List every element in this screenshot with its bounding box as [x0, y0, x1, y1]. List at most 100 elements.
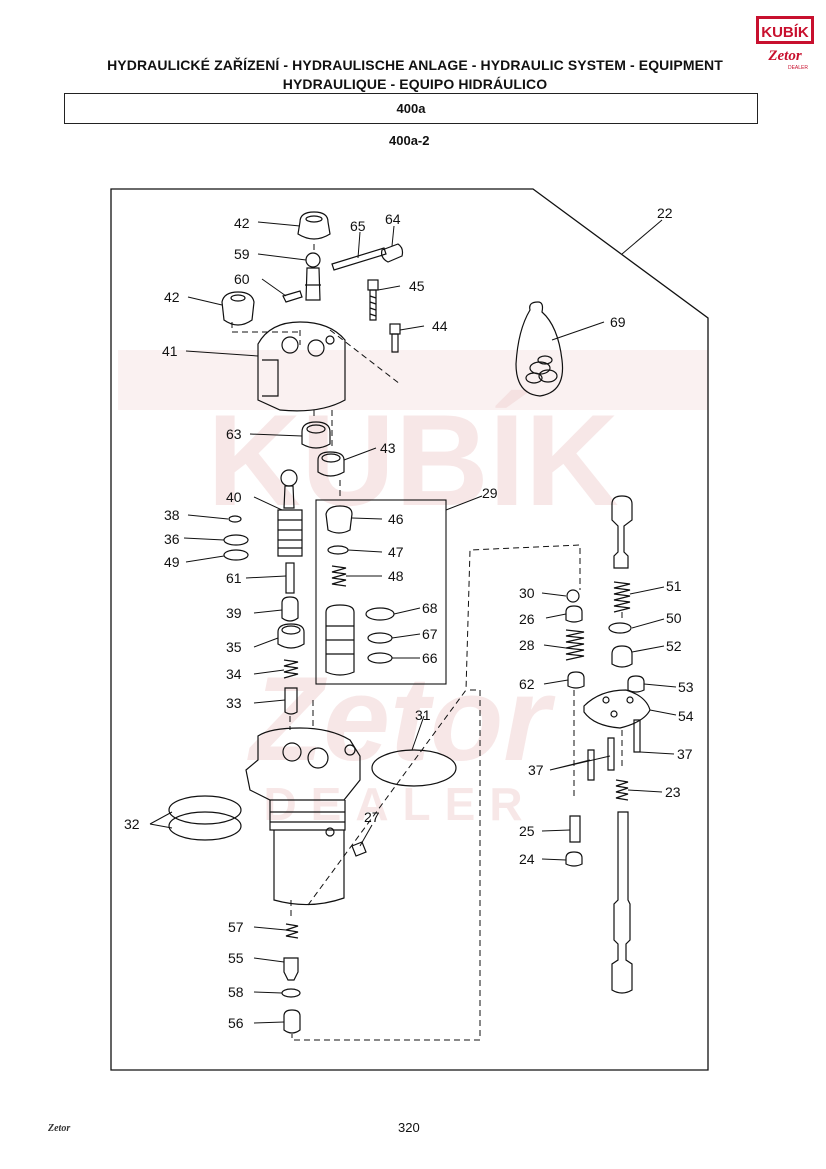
header-title-line2: HYDRAULIQUE - EQUIPO HIDRÁULICO: [282, 76, 548, 92]
part-39-sleeve: [281, 596, 299, 622]
callout-48: 48: [388, 568, 404, 584]
part-44-bolt: [389, 323, 401, 353]
part-64-sleeve: [381, 243, 404, 263]
logo-dealer: DEALER: [788, 65, 808, 71]
part-26-seat: [565, 605, 583, 623]
callout-26: 26: [519, 611, 535, 627]
part-63-nut: [301, 421, 331, 449]
callout-62: 62: [519, 676, 535, 692]
part-38-ring: [228, 515, 242, 523]
watermark-line3: DEALER: [263, 778, 536, 830]
part-40-spool: [277, 469, 303, 557]
part-valve-body: [325, 604, 355, 676]
callout-55: 55: [228, 950, 244, 966]
logo-sub: Zetor: [767, 48, 801, 64]
figure-number: 400a-2: [389, 133, 430, 148]
part-50-ring: [608, 622, 632, 634]
part-56-plug: [283, 1009, 301, 1034]
part-54-plate: [583, 689, 651, 729]
watermark-line1: KUBÍK: [207, 387, 619, 533]
callout-41: 41: [162, 343, 178, 359]
section-label: 400a: [396, 101, 426, 116]
callout-68: 68: [422, 600, 438, 616]
part-67-ring: [367, 632, 393, 644]
part-42-cap-left: [221, 291, 255, 326]
watermark: KUBÍK Zetor DEALER: [118, 350, 708, 830]
callout-24: 24: [519, 851, 535, 867]
callout-42: 42: [234, 215, 250, 231]
part-58-ring: [281, 988, 301, 998]
watermark-line2: Zetor: [247, 652, 556, 786]
callout-37: 37: [528, 762, 544, 778]
callout-64: 64: [385, 211, 401, 227]
callout-56: 56: [228, 1015, 244, 1031]
callout-32: 32: [124, 816, 140, 832]
callout-59: 59: [234, 246, 250, 262]
header-title-line1: HYDRAULICKÉ ZAŘÍZENÍ - HYDRAULISCHE ANLA…: [107, 57, 723, 73]
part-34-spring: [283, 659, 299, 679]
callout-39: 39: [226, 605, 242, 621]
callout-60: 60: [234, 271, 250, 287]
kubik-zetor-logo: KUBÍK Zetor DEALER: [756, 16, 814, 71]
part-52-valve: [611, 645, 633, 668]
part-30-ball: [566, 589, 580, 603]
callout-29: 29: [482, 485, 498, 501]
part-51-spring: [613, 581, 631, 613]
part-68-ring: [365, 607, 395, 621]
part-valve-stem: [305, 267, 321, 301]
footer-logo-text: Zetor: [47, 1123, 70, 1133]
frame-22: [110, 188, 709, 1071]
leader-lines: [149, 219, 677, 1024]
part-49-ring: [223, 549, 249, 561]
callout-30: 30: [519, 585, 535, 601]
callout-57: 57: [228, 919, 244, 935]
callout-36: 36: [164, 531, 180, 547]
part-53-bushing: [627, 675, 645, 693]
part-41-housing: [257, 321, 346, 412]
footer-zetor-logo: Zetor: [47, 1123, 70, 1133]
callout-58: 58: [228, 984, 244, 1000]
callout-53: 53: [678, 679, 694, 695]
callout-42: 42: [164, 289, 180, 305]
part-69-seal-bag: [515, 301, 564, 397]
part-55-valve: [283, 957, 299, 981]
callout-43: 43: [380, 440, 396, 456]
part-46-plug: [325, 505, 353, 534]
part-24-washer: [565, 851, 583, 867]
callout-61: 61: [226, 570, 242, 586]
frame-29: [315, 499, 447, 685]
part-59-ball: [305, 252, 321, 268]
part-25-plunger: [569, 815, 581, 843]
part-37-bolts: [587, 719, 641, 781]
callout-46: 46: [388, 511, 404, 527]
callout-49: 49: [164, 554, 180, 570]
callout-27: 27: [364, 809, 380, 825]
callout-labels: 42 65 64 59 60 45 42 44 41 22 69 63 43 4…: [124, 205, 694, 1031]
part-main-body: [245, 727, 361, 906]
callout-66: 66: [422, 650, 438, 666]
callout-69: 69: [610, 314, 626, 330]
part-32-oring-b: [168, 811, 242, 841]
part-36-ring: [223, 534, 249, 546]
part-47-ring: [327, 545, 349, 555]
callout-45: 45: [409, 278, 425, 294]
callout-33: 33: [226, 695, 242, 711]
callout-34: 34: [226, 666, 242, 682]
callout-52: 52: [666, 638, 682, 654]
callout-22: 22: [657, 205, 673, 221]
callout-65: 65: [350, 218, 366, 234]
part-43-ring: [317, 451, 345, 477]
part-35-bushing: [277, 623, 305, 649]
part-27-screw: [351, 841, 367, 857]
callout-28: 28: [519, 637, 535, 653]
callout-63: 63: [226, 426, 242, 442]
part-60-pin: [282, 290, 303, 303]
callout-51: 51: [666, 578, 682, 594]
part-33-piston: [284, 687, 298, 715]
callout-50: 50: [666, 610, 682, 626]
part-48-spring: [331, 565, 347, 587]
part-61-pin: [285, 562, 295, 594]
part-28-spring: [565, 629, 585, 661]
part-31-oring: [371, 749, 457, 787]
